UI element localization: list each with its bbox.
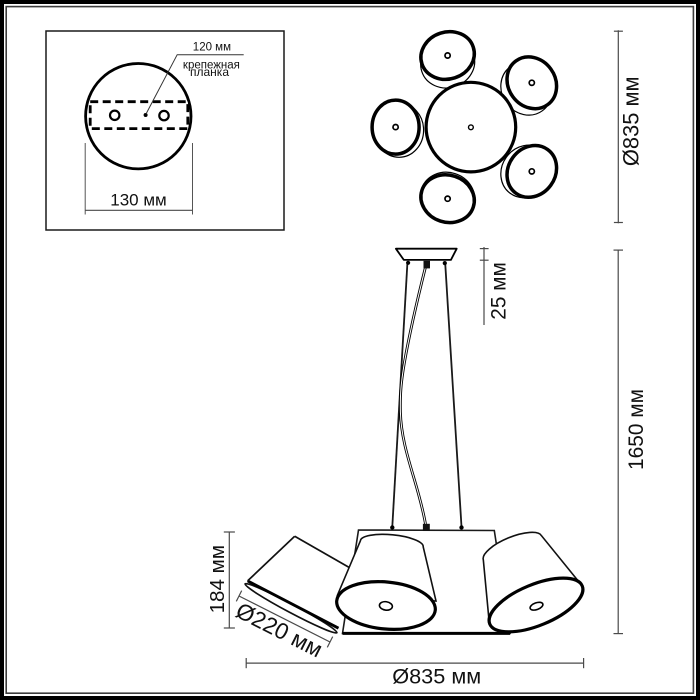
- svg-text:120 мм: 120 мм: [193, 42, 231, 54]
- svg-text:Ø835 мм: Ø835 мм: [619, 76, 644, 166]
- svg-text:1650 мм: 1650 мм: [625, 389, 648, 470]
- svg-text:184 мм: 184 мм: [206, 545, 229, 613]
- svg-text:планка: планка: [190, 65, 229, 79]
- svg-text:130 мм: 130 мм: [110, 191, 166, 210]
- svg-text:крепежная: крепежная: [183, 59, 240, 71]
- svg-text:25 мм: 25 мм: [488, 262, 511, 320]
- svg-text:Ø835 мм: Ø835 мм: [392, 664, 481, 689]
